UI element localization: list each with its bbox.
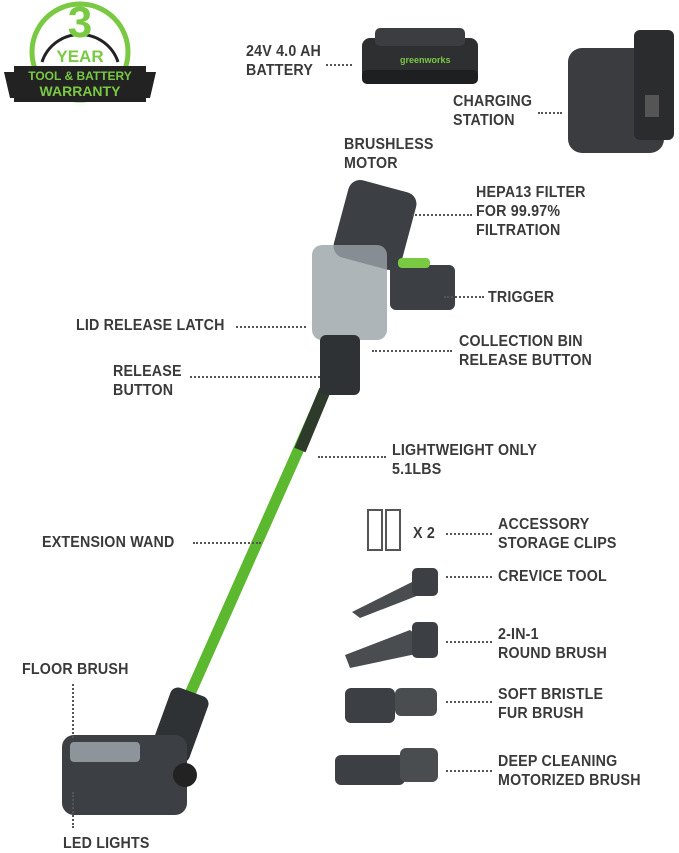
leader-weight: [318, 456, 386, 458]
label-line: FILTRATION: [476, 222, 561, 239]
label-line: LIGHTWEIGHT ONLY: [392, 442, 538, 459]
label-line: HEPA13 FILTER: [476, 184, 586, 201]
leader-led: [72, 792, 74, 828]
label-line: 2-IN-1: [498, 626, 539, 643]
badge-line2: WARRANTY: [39, 83, 121, 99]
label-line: COLLECTION BIN: [459, 333, 583, 350]
label-bin-release: COLLECTION BIN RELEASE BUTTON: [459, 332, 592, 370]
leader-release-button: [190, 376, 320, 378]
leader-crevice: [446, 576, 492, 578]
label-battery: 24V 4.0 AH BATTERY: [246, 42, 321, 80]
warranty-badge-graphic: [4, 1, 156, 103]
fur-brush-image: [345, 688, 437, 723]
label-line: 5.1LBS: [392, 461, 442, 478]
wand-image: [179, 384, 331, 711]
warranty-badge: 3 YEAR TOOL & BATTERY WARRANTY: [0, 0, 160, 110]
label-line: ACCESSORY: [498, 516, 590, 533]
badge-line1: TOOL & BATTERY: [28, 69, 132, 83]
label-motorized-brush: DEEP CLEANING MOTORIZED BRUSH: [498, 752, 641, 790]
round-brush-image: [345, 622, 438, 668]
badge-year: YEAR: [56, 47, 104, 66]
label-weight: LIGHTWEIGHT ONLY 5.1LBS: [392, 441, 537, 479]
clips-image: [367, 509, 401, 551]
leader-fur-brush: [446, 701, 492, 703]
label-line: FUR BRUSH: [498, 705, 584, 722]
label-line: BRUSHLESS: [344, 136, 434, 153]
leader-motorized-brush: [446, 770, 492, 772]
label-lid-latch: LID RELEASE LATCH: [76, 317, 225, 334]
leader-bin-release: [372, 350, 452, 352]
label-line: MOTORIZED BRUSH: [498, 772, 641, 789]
label-line: SOFT BRISTLE: [498, 686, 604, 703]
label-line: STATION: [453, 112, 515, 129]
crevice-tool-image: [352, 568, 438, 618]
label-wand: EXTENSION WAND: [42, 534, 175, 551]
label-floor-brush: FLOOR BRUSH: [22, 661, 129, 678]
label-clips: ACCESSORY STORAGE CLIPS: [498, 515, 617, 553]
label-line: STORAGE CLIPS: [498, 535, 617, 552]
leader-clips: [446, 533, 492, 535]
leader-battery: [326, 64, 352, 66]
battery-image: [362, 28, 478, 84]
label-line: MOTOR: [344, 155, 398, 172]
label-line: ROUND BRUSH: [498, 645, 607, 662]
leader-trigger: [444, 296, 484, 298]
label-line: CHARGING: [453, 93, 533, 110]
label-line: BATTERY: [246, 62, 314, 79]
label-led: LED LIGHTS: [63, 835, 150, 852]
floor-brush-image: [62, 687, 209, 815]
label-line: RELEASE BUTTON: [459, 352, 593, 369]
motorized-brush-image: [335, 748, 438, 785]
label-crevice: CREVICE TOOL: [498, 568, 607, 585]
label-motor: BRUSHLESS MOTOR: [344, 135, 434, 173]
label-trigger: TRIGGER: [488, 289, 555, 306]
label-line: RELEASE: [113, 363, 182, 380]
leader-wand: [193, 542, 261, 544]
label-line: 24V 4.0 AH: [246, 43, 322, 60]
leader-charging-station: [538, 112, 562, 114]
leader-floor-brush: [72, 684, 74, 738]
label-clips-qty: X 2: [413, 525, 435, 542]
label-line: BUTTON: [113, 382, 174, 399]
label-release-button: RELEASE BUTTON: [113, 362, 182, 400]
vacuum-body-image: [312, 180, 455, 395]
leader-round-brush: [446, 641, 492, 643]
leader-lid-latch: [236, 326, 306, 328]
label-line: FOR 99.97%: [476, 203, 561, 220]
label-charging-station: CHARGING STATION: [453, 92, 532, 130]
battery-brand: greenworks: [400, 55, 451, 65]
leader-filter: [412, 214, 472, 216]
badge-number: 3: [67, 0, 93, 47]
label-line: DEEP CLEANING: [498, 753, 618, 770]
label-filter: HEPA13 FILTER FOR 99.97% FILTRATION: [476, 183, 586, 240]
label-fur-brush: SOFT BRISTLE FUR BRUSH: [498, 685, 603, 723]
charging-station-image: [568, 30, 674, 153]
